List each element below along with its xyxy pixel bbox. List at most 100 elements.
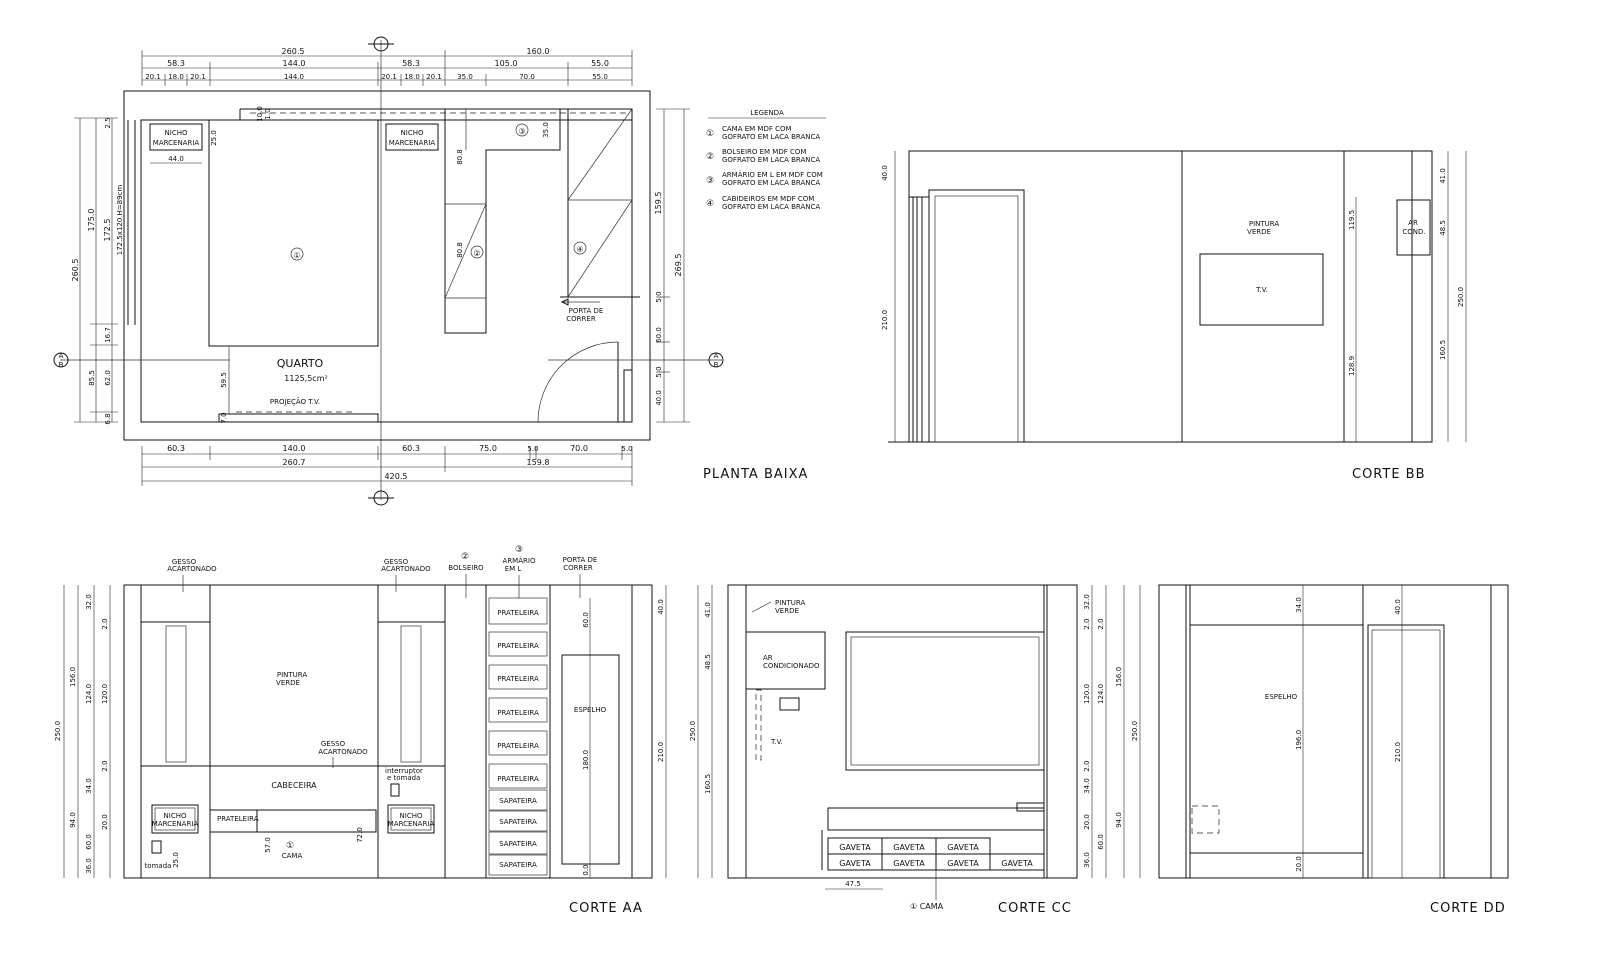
shelf-3: PRATELEIRA [497,675,539,683]
dim-10: 10.0 [256,106,264,122]
dim-left-62: 62.0 [104,370,112,386]
bb-pintura-2: VERDE [1247,228,1271,236]
svg-text:B: B [714,361,719,369]
dim-top-total-left: 260.5 [282,47,305,56]
shoe-3: SAPATEIRA [499,840,537,848]
svg-text:②: ② [706,152,714,162]
dim-left-260-5: 260.5 [71,259,80,282]
dim-bot-60-3-b: 60.3 [402,444,420,453]
aa-pintura-2: VERDE [276,679,300,687]
aa-dim-2a: 2.0 [101,618,109,629]
dim-bot-70: 70.0 [570,444,588,453]
dim-top-2d: 105.0 [495,59,518,68]
dim-top-3b: 18.0 [168,73,184,81]
dim-80-8-a: 80.8 [456,149,464,165]
dim-right-159-5: 159.5 [654,192,663,215]
aa-dim-60: 60.0 [582,612,590,628]
aa-dim-94: 94.0 [69,812,77,828]
mark-4-cabideiro: ④ [576,245,583,254]
drawer-2: GAVETA [893,843,925,852]
aa-dim-120: 120.0 [101,684,109,704]
svg-text:CAMA EM MDF COM: CAMA EM MDF COM [722,125,792,133]
cc-dim-32a: 32.0 [1083,594,1091,610]
shelf-5: PRATELEIRA [497,742,539,750]
mark-1-bed: ① [293,251,300,260]
cc-ar-cond [745,631,826,690]
dim-left-175: 175.0 [87,209,96,232]
dd-dim-20: 20.0 [1295,856,1303,872]
aa-dim-25: 25.0 [172,852,180,868]
legend-item-2: ② BOLSEIRO EM MDF COM GOFRATO EM LACA BR… [706,148,820,164]
aa-dim-210: 210.0 [657,742,665,762]
dd-espelho [1189,624,1364,854]
bb-dim-128-9: 128.9 [1348,356,1356,376]
section-marker-left: A B [53,352,69,369]
bb-ar-2: COND. [1402,228,1425,236]
cc-dim-2a: 2.0 [1083,618,1091,629]
svg-text:BOLSEIRO EM MDF COM: BOLSEIRO EM MDF COM [722,148,806,156]
aa-dim-40: 40.0 [657,599,665,615]
aa-dim-124: 124.0 [85,684,93,704]
aa-cabeceira: CABECEIRA [271,781,317,790]
dim-bot-5-b: 5.0 [621,445,632,453]
nicho-label-left: NICHO [165,129,188,137]
nicho-label-right: NICHO [401,129,424,137]
dim-top-3c: 20.1 [190,73,206,81]
wardrobe-l [444,109,561,334]
dim-1: 1.0 [264,108,272,119]
aa-dim-2b: 2.0 [101,760,109,771]
shoe-1: SAPATEIRA [499,797,537,805]
svg-text:GOFRATO EM LACA BRANCA: GOFRATO EM LACA BRANCA [722,156,820,164]
dim-left-bed-note: 172.5x120 H=89cm [116,185,124,256]
dim-top-2a: 58.3 [167,59,185,68]
svg-text:③: ③ [706,176,714,186]
bb-dim-160-5: 160.5 [1439,340,1447,360]
bb-dim-41: 41.0 [1439,168,1447,184]
dim-bot-140: 140.0 [283,444,306,453]
drawer-7: GAVETA [1001,859,1033,868]
cc-dim-250b: 250.0 [1131,721,1139,741]
cc-dim-36: 36.0 [1083,852,1091,868]
dd-door [1367,624,1445,879]
dim-bot-159-8: 159.8 [527,458,550,467]
legend-title: LEGENDA [750,109,784,117]
bed-outline [208,119,379,347]
aa-nicho-1b: MARCENARIA [152,820,199,828]
title-corte-bb: CORTE BB [1352,467,1426,482]
porta-label-1: PORTA DE [569,307,604,315]
cc-dim-2b: 2.0 [1083,760,1091,771]
dim-top-3e: 20.1 [381,73,397,81]
marcenaria-label-left: MARCENARIA [153,139,200,147]
aa-dim-20: 20.0 [101,814,109,830]
plan-outer-wall [123,90,651,441]
aa-interruptor-1: interruptor [385,767,423,775]
dim-right-269-5: 269.5 [674,254,683,277]
title-corte-cc: CORTE CC [998,901,1072,916]
bb-dim-119-5: 119.5 [1348,210,1356,230]
aa-gesso-1b: ACARTONADO [167,565,217,573]
cc-dim-60: 60.0 [1097,834,1105,850]
porta-label-2: CORRER [566,315,596,323]
section-marker-bottom [368,490,394,506]
aa-dim-57: 57.0 [264,837,272,853]
dim-7: 7.0 [220,412,228,423]
cc-ar-1: AR [763,654,773,662]
svg-text:A: A [714,352,719,360]
shoe-2: SAPATEIRA [499,818,537,826]
aa-dim-34: 34.0 [85,778,93,794]
room-area: 1125,5cm² [284,374,327,383]
dd-dim-40: 40.0 [1394,599,1402,615]
aa-espelho [561,654,620,865]
aa-dim-72: 72.0 [356,827,364,843]
door-bb [928,189,1025,443]
dim-right-40: 40.0 [655,390,663,406]
shelf-1: PRATELEIRA [497,609,539,617]
cc-tv-label: T.V. [770,738,783,746]
svg-text:GOFRATO EM LACA BRANCA: GOFRATO EM LACA BRANCA [722,203,820,211]
planta-baixa: 260.5 160.0 58.3 144.0 58.3 105.0 55.0 2… [53,36,807,506]
aa-dim-0: 0.0 [582,864,590,875]
aa-dim-60b: 60.0 [85,834,93,850]
aa-porta-1: PORTA DE [563,556,598,564]
drawer-6: GAVETA [947,859,979,868]
section-marker-right: A B [708,352,724,369]
